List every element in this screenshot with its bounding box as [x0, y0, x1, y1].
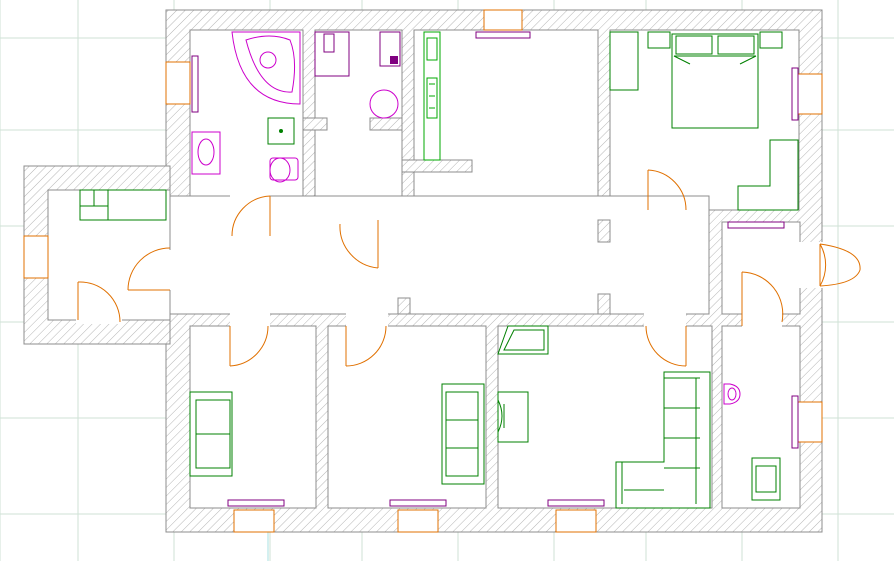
shower-drain-icon — [267, 117, 295, 145]
boiler-icon — [314, 31, 350, 77]
living-room-1-furniture — [189, 391, 233, 477]
wall-bathroom-pier — [302, 117, 328, 131]
wall-hallway-pier-2 — [597, 293, 611, 315]
door-bathroom[interactable] — [231, 195, 271, 237]
nightstand-left — [647, 31, 671, 49]
nightstand-right — [759, 31, 783, 49]
doors — [77, 169, 861, 367]
wall-storage-stub — [369, 117, 403, 131]
armchair-icon — [751, 457, 781, 501]
bathroom-fixtures — [191, 31, 301, 183]
sofa-icon — [189, 391, 233, 477]
window-icon — [483, 9, 523, 31]
toilet-icon — [269, 157, 299, 183]
door-swing-icon — [647, 169, 687, 211]
window-bathroom-west — [165, 55, 199, 113]
armchair-icon — [497, 325, 549, 355]
room-hallway — [169, 195, 710, 315]
door-living-2[interactable] — [345, 325, 387, 367]
door-swing-icon — [77, 281, 121, 323]
water-heater-icon — [379, 31, 401, 67]
wall-hallway-pier-3 — [397, 297, 411, 315]
window-icon — [165, 61, 191, 105]
door-swing-icon — [127, 247, 171, 291]
corner-sofa-icon — [615, 371, 711, 509]
window-porch-top — [727, 221, 785, 229]
tank-icon — [369, 89, 399, 119]
window-side-east — [791, 395, 823, 449]
kitchen-fixtures — [423, 31, 441, 161]
door-living-3[interactable] — [645, 325, 687, 367]
window-bedroom-east — [791, 67, 823, 121]
door-side-room[interactable] — [741, 271, 784, 326]
door-swing-icon — [231, 195, 271, 237]
door-swing-icon — [229, 325, 269, 367]
room-porch — [721, 221, 801, 315]
door-openings — [76, 194, 824, 328]
window-living-1-bottom — [227, 499, 285, 533]
double-bed-icon — [671, 33, 759, 129]
window-kitchen-top — [475, 9, 531, 39]
wardrobe — [609, 31, 639, 91]
wall-kitchen-stub — [401, 159, 473, 173]
door-swing-icon — [339, 223, 379, 269]
door-entrance[interactable] — [77, 281, 121, 323]
door-swing-icon — [645, 325, 687, 367]
door-swing-icon — [819, 243, 861, 287]
room-living-1 — [189, 325, 317, 509]
door-living-1[interactable] — [229, 325, 269, 367]
washbasin-icon — [723, 383, 741, 405]
room-living-2 — [327, 325, 487, 509]
room-bathroom — [189, 29, 304, 197]
window-icon — [397, 509, 439, 533]
door-swing-icon — [741, 271, 784, 323]
wall-hallway-pier-1 — [597, 219, 611, 243]
room-living-3 — [497, 325, 713, 509]
entrance-furniture — [79, 189, 167, 221]
storage-fixtures — [314, 31, 401, 119]
windows — [23, 9, 823, 533]
desk-icon — [497, 391, 529, 443]
desk-icon — [737, 139, 799, 211]
window-living-2-bottom — [389, 499, 447, 533]
side-room-fixtures — [723, 383, 781, 501]
window-icon — [233, 509, 275, 533]
bedroom-furniture — [609, 31, 799, 211]
window-living-3-bottom — [547, 499, 605, 533]
window-icon — [555, 509, 597, 533]
room-kitchen — [413, 29, 599, 221]
door-bedroom[interactable] — [647, 169, 687, 211]
door-swing-icon — [345, 325, 387, 367]
window-icon — [23, 235, 49, 279]
door-porch-exterior[interactable] — [819, 243, 861, 287]
washbasin-icon — [191, 131, 221, 175]
window-icon — [797, 401, 823, 443]
room-bedroom — [609, 29, 800, 211]
sofa-icon — [441, 383, 485, 485]
corner-bathtub-icon — [231, 31, 301, 105]
door-hallway-west[interactable] — [127, 247, 171, 291]
stove-icon — [426, 77, 438, 119]
window-entrance-west — [23, 235, 49, 279]
door-storage[interactable] — [339, 220, 379, 269]
room-side — [721, 325, 801, 509]
fridge-icon — [426, 37, 438, 61]
living-room-3-furniture — [497, 325, 711, 509]
bench — [79, 189, 167, 221]
kitchen-counter — [423, 31, 441, 161]
living-room-2-furniture — [441, 383, 485, 485]
window-icon — [797, 73, 823, 115]
